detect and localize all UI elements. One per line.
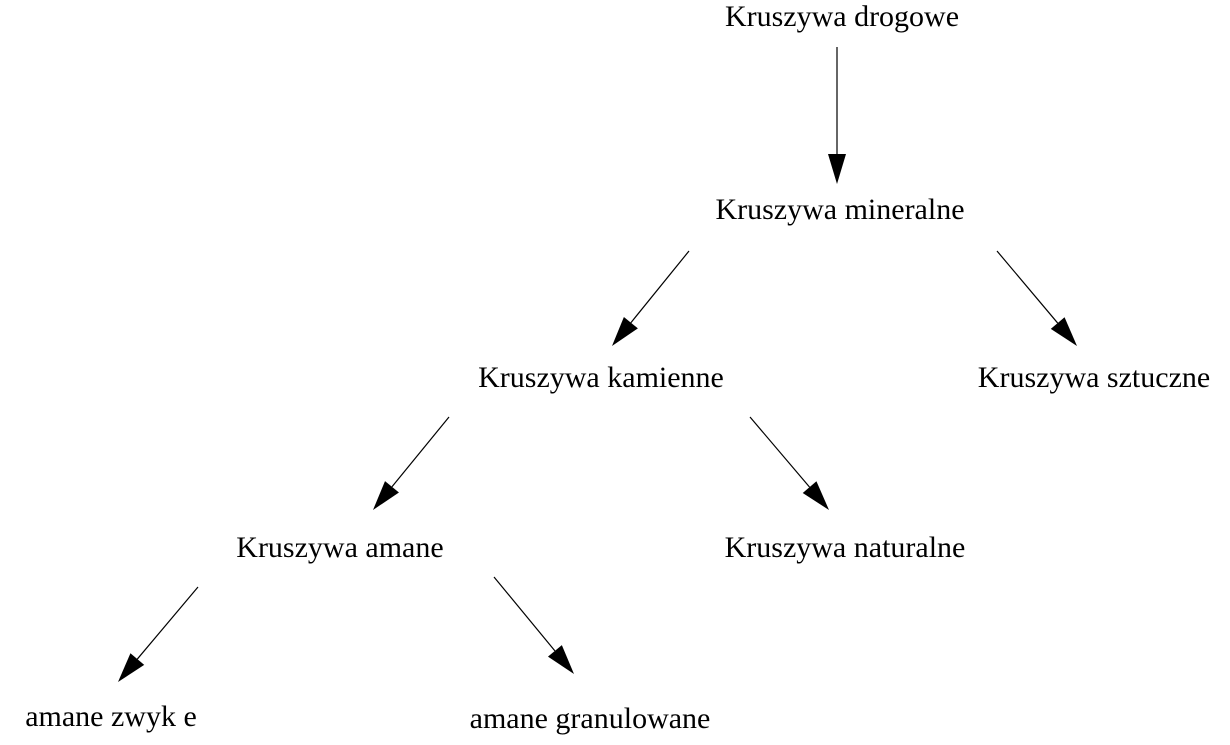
edge-kamienne-to-naturalne [749,416,829,510]
edge-line [630,250,690,324]
node-kruszywa-kamienne: Kruszywa kamienne [478,361,724,394]
arrowhead-icon [802,481,829,510]
edge-mineralne-to-kamienne [612,250,690,346]
node-kruszywa-drogowe: Kruszywa drogowe [725,0,959,33]
edge-line [996,250,1059,324]
edge-lamane-to-lamane_granulowane [493,576,574,674]
edge-line [749,416,811,488]
node-kruszywa-mineralne: Kruszywa mineralne [715,193,964,226]
edge-line [136,586,199,660]
node-lamane-zwykle: amane zwyk e [25,700,197,733]
node-kruszywa-sztuczne: Kruszywa sztuczne [978,361,1210,394]
arrowhead-icon [373,481,399,510]
edge-lamane-to-lamane_zwykle [118,586,199,682]
arrowhead-icon [547,645,574,674]
arrowhead-icon [612,317,638,346]
node-lamane-granulowane: amane granulowane [470,702,711,735]
arrowhead-icon [118,653,145,682]
arrowhead-icon [828,154,846,184]
node-kruszywa-naturalne: Kruszywa naturalne [725,531,966,564]
arrowhead-icon [1050,317,1077,346]
edge-mineralne-to-sztuczne [996,250,1077,346]
edge-line [493,576,556,652]
edge-drogowe-to-mineralne [828,47,846,184]
edge-line [391,416,450,488]
edge-kamienne-to-lamane [373,416,450,510]
node-kruszywa-lamane: Kruszywa amane [236,531,443,564]
edges-layer [118,47,1077,682]
